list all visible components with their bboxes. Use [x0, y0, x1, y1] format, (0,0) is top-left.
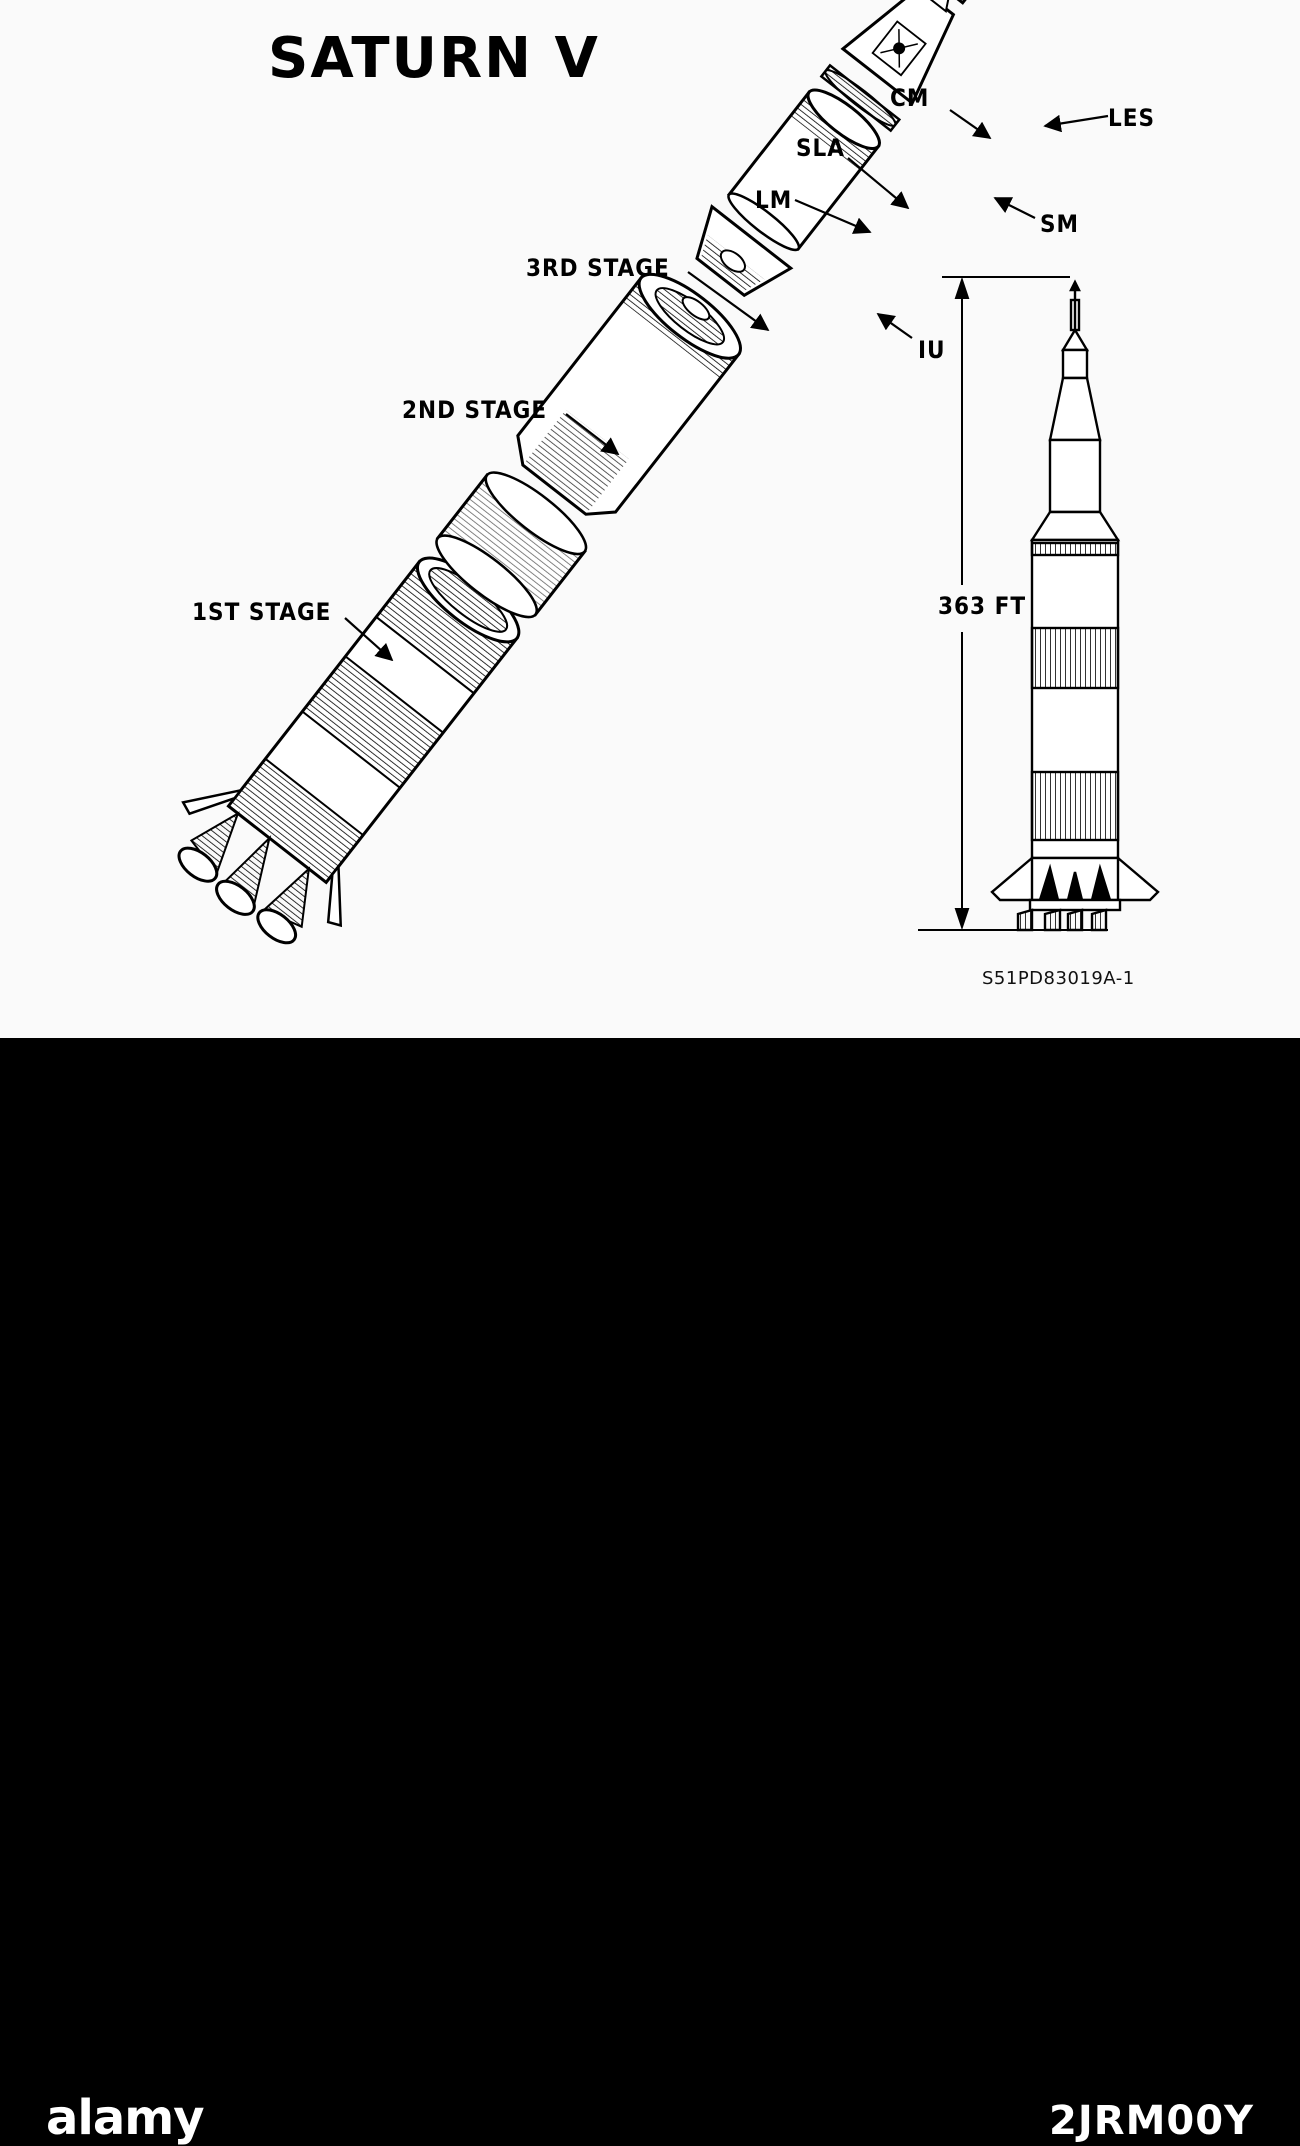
label-second-stage: 2ND STAGE	[402, 396, 548, 424]
height-dimension	[918, 276, 1108, 931]
instrument-unit-drawing	[819, 63, 902, 133]
label-sla: SLA	[796, 134, 846, 162]
label-iu: IU	[918, 336, 946, 364]
label-les: LES	[1108, 104, 1156, 132]
diagram-title: SATURN V	[268, 26, 600, 91]
label-lm: LM	[755, 186, 793, 214]
height-label: 363 FT	[938, 592, 1027, 620]
exploded-rocket	[177, 0, 995, 945]
stock-image-id: 2JRM00Y	[1049, 2098, 1254, 2144]
first-stage-drawing	[177, 556, 521, 945]
label-sm: SM	[1040, 210, 1080, 238]
saturn-v-illustration	[177, 0, 1160, 945]
third-stage-drawing	[695, 88, 881, 298]
reference-code: S51PD83019A-1	[982, 968, 1135, 989]
service-module-drawing	[921, 0, 995, 14]
watermark-footer: alamy 2JRM00Y	[0, 1038, 1300, 2146]
brand-logo: alamy	[46, 2090, 205, 2146]
second-stage-drawing	[516, 272, 743, 516]
label-first-stage: 1ST STAGE	[192, 598, 332, 626]
label-third-stage: 3RD STAGE	[526, 254, 670, 282]
diagram-photo: SATURN V CM LES SLA LM SM 3RD STAGE IU 2…	[0, 0, 1300, 1038]
interstage-drawing	[435, 471, 588, 619]
assembled-rocket	[990, 279, 1160, 932]
leader-lines	[344, 109, 1109, 662]
label-cm: CM	[890, 84, 930, 112]
sla-lm-drawing	[840, 0, 956, 106]
